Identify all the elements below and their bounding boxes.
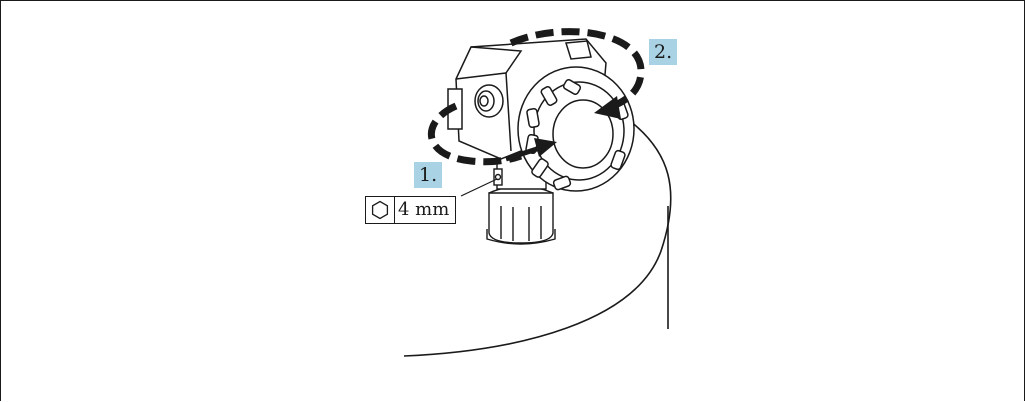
rotation-arrow-2-head (594, 96, 621, 119)
housing-cover (517, 66, 635, 192)
rotation-arrow-2 (509, 28, 645, 111)
rotation-arrow-1 (428, 102, 523, 166)
tank-outline (403, 117, 672, 357)
hex-key-icon (366, 197, 395, 223)
process-connection (486, 185, 556, 245)
tool-size-label: 4 mm (398, 199, 450, 220)
tool-size-box: 4 mm (365, 196, 457, 224)
rotation-arrow-1-head (534, 138, 557, 157)
tool-leader-line (460, 178, 498, 197)
step-2-label: 2. (649, 39, 678, 65)
step-1-label: 1. (414, 162, 443, 188)
